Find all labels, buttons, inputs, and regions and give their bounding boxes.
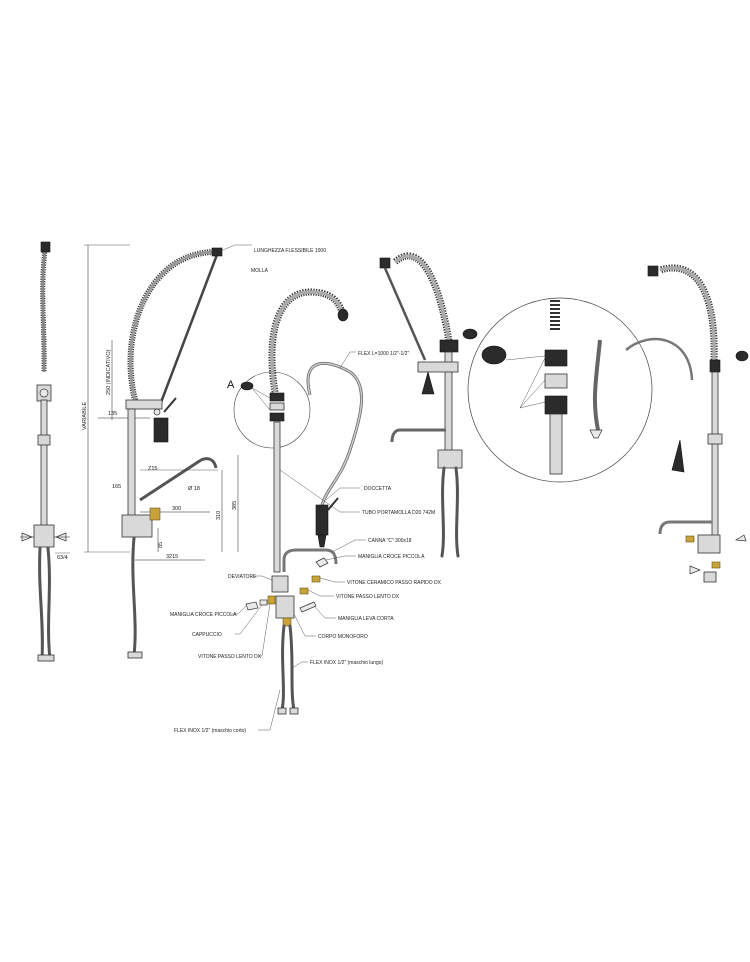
assembled-right-figure bbox=[625, 264, 749, 583]
label-doccetta: DOCCETTA bbox=[364, 486, 392, 492]
label-vitone-rapido: VITONE CERAMICO PASSO RAPIDO DX bbox=[347, 580, 442, 586]
label-maniglia-croce-dx: MANIGLIA CROCE PICCOLA bbox=[358, 554, 425, 560]
dim-310: 310 bbox=[216, 511, 222, 520]
label-flex: FLEX L=1000 1/2"-1/2" bbox=[358, 351, 409, 357]
dim-dia18: Ø 18 bbox=[188, 486, 200, 492]
label-flex-lungo: FLEX INOX 1/2" (maschio lungo) bbox=[310, 660, 384, 666]
label-maniglia-croce-sx: MANIGLIA CROCE PICCOLA bbox=[170, 612, 237, 618]
detail-letter: A bbox=[227, 379, 235, 391]
exploded-view-figure: A FLEX L=1000 1/2"-1/2" DOCCETTA TUBO PO… bbox=[170, 288, 442, 734]
dim-variabile: VARIABILE bbox=[82, 402, 88, 430]
label-tubo: TUBO PORTAMOLLA D20 742M bbox=[362, 510, 435, 516]
label-lunghezza: LUNGHEZZA FLESSIBILE 1000 bbox=[254, 248, 326, 254]
assembled-view-figure bbox=[379, 252, 478, 558]
label-deviatore: DEVIATORE bbox=[228, 574, 257, 580]
label-corpo: CORPO MONOFORO bbox=[318, 634, 368, 640]
side-view-figure: 63/4 bbox=[20, 241, 70, 662]
dim-135: 135 bbox=[108, 411, 117, 417]
dim-63: 63/4 bbox=[57, 555, 68, 561]
label-vitone-lento-r: VITONE PASSO LENTO DX bbox=[336, 594, 400, 600]
dim-215: Z15 bbox=[148, 466, 157, 472]
detail-enlargement bbox=[467, 297, 653, 483]
label-molla: MOLLA bbox=[251, 268, 269, 274]
dim-250: 250 (INDICATIVO) bbox=[106, 349, 112, 395]
dim-385: 385 bbox=[232, 501, 238, 510]
dim-85: 85 bbox=[158, 542, 164, 548]
label-flex-corto: FLEX INOX 1/2" (maschio corto) bbox=[174, 728, 246, 734]
label-cappuccio: CAPPUCCIO bbox=[192, 632, 222, 638]
dim-165: 165 bbox=[112, 484, 121, 490]
dim-300: 300 bbox=[172, 506, 181, 512]
label-vitone-lento-l: VITONE PASSO LENTO DX bbox=[198, 654, 262, 660]
dim-3215: 3215 bbox=[166, 554, 178, 560]
front-view-figure: VARIABILE 250 (INDICATIVO) 135 Z15 165 Ø… bbox=[82, 244, 326, 659]
label-canna: CANNA "C" 300x18 bbox=[368, 538, 412, 544]
label-maniglia-leva: MANIGLIA LEVA CORTA bbox=[338, 616, 394, 622]
